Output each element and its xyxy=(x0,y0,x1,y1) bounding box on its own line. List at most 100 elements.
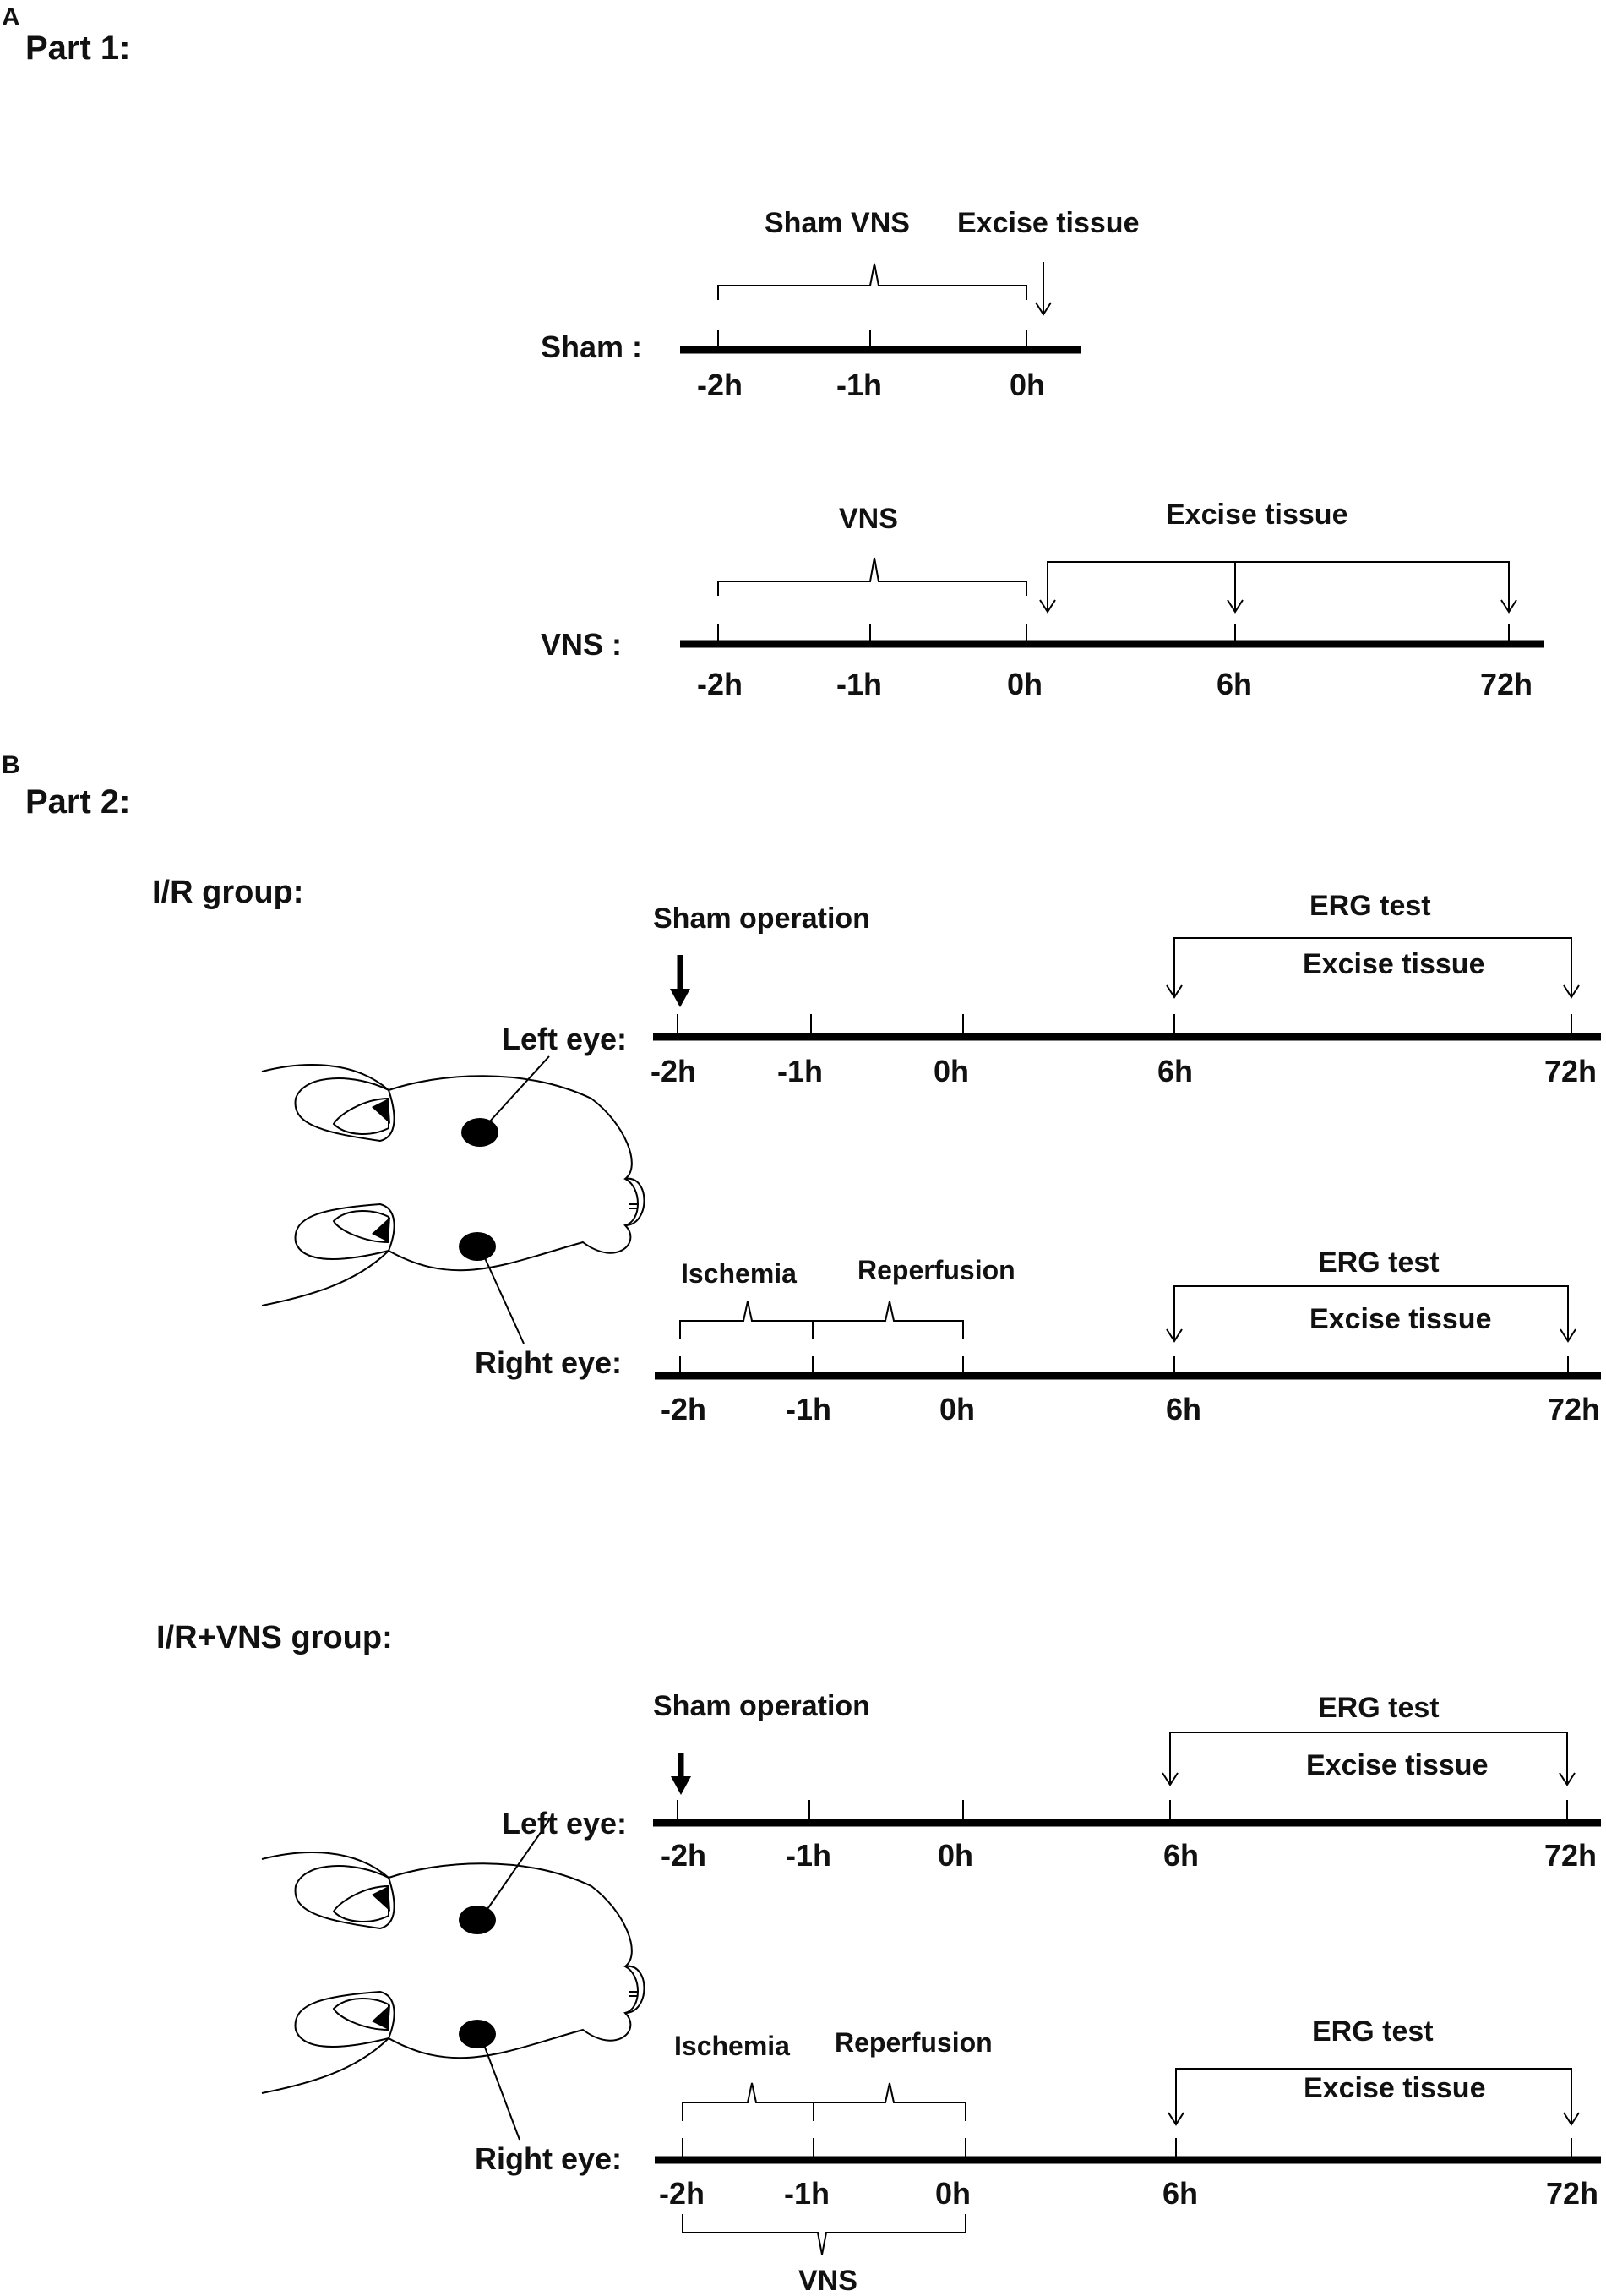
reperfusion-brace xyxy=(813,2082,966,2121)
ear-lower-inner xyxy=(332,1998,389,2031)
ear-marker xyxy=(372,1886,390,1912)
reperfusion-brace xyxy=(812,1301,964,1339)
erg-test-label: ERG test xyxy=(1318,1246,1440,1279)
ear-lower-inner xyxy=(332,1210,389,1244)
vns-row-label: VNS : xyxy=(541,627,622,662)
excise-tissue-label: Excise tissue xyxy=(1306,1749,1488,1781)
tick-label: 6h xyxy=(1162,2176,1198,2211)
tick-label: -2h xyxy=(661,1838,706,1873)
ear-upper xyxy=(294,1865,395,1930)
rat-nose xyxy=(624,1965,645,2014)
ear-lower xyxy=(294,1990,395,2048)
ear-marker xyxy=(372,2004,390,2030)
sham-timeline: Sham : -2h -1h 0h Sham VNS Excise tissue xyxy=(541,207,1139,402)
irvns-left-eye-timeline: Left eye: -2h -1h 0h 6h 72h Sham operati… xyxy=(502,1690,1601,1873)
right-eye-label: Right eye: xyxy=(475,2141,622,2176)
tick-label: -1h xyxy=(777,1054,823,1088)
ir-right-eye-timeline: Right eye: -2h -1h 0h 6h 72h Ischemia Re… xyxy=(475,1246,1601,1426)
ear-upper xyxy=(294,1077,395,1143)
rat-head-illustration xyxy=(261,1819,645,2141)
erg-test-label: ERG test xyxy=(1318,1692,1440,1724)
panel-a-letter: A xyxy=(2,3,20,31)
ear-upper-inner xyxy=(332,1884,389,1922)
ischemia-label: Ischemia xyxy=(681,1258,797,1289)
panel-b-letter: B xyxy=(2,751,20,779)
left-eye-label: Left eye: xyxy=(502,1806,627,1841)
arrow-head xyxy=(670,989,690,1007)
excise-tissue-label: Excise tissue xyxy=(957,207,1139,239)
excise-tissue-label: Excise tissue xyxy=(1303,948,1484,980)
tick-label: 0h xyxy=(934,1054,969,1088)
erg-bracket xyxy=(1175,2068,1572,2123)
tick-label: 0h xyxy=(938,1838,973,1873)
ir-left-eye-timeline: Left eye: -2h -1h 0h 6h 72h Sham operati… xyxy=(502,890,1601,1088)
tick-label: 0h xyxy=(1007,667,1043,701)
arrow-head xyxy=(1035,302,1052,316)
rat-head-illustration xyxy=(261,1055,645,1344)
arrow-head xyxy=(1168,2112,1184,2126)
tick-label: -1h xyxy=(836,667,882,701)
arrow-head xyxy=(1166,984,1183,999)
panel-b-title: Part 2: xyxy=(25,783,131,821)
erg-test-label: ERG test xyxy=(1312,2015,1434,2048)
tick-label: -2h xyxy=(697,667,743,701)
ischemia-brace xyxy=(682,2082,814,2121)
tick-label: -1h xyxy=(786,1392,831,1426)
tick-label: 72h xyxy=(1544,1838,1597,1873)
erg-bracket xyxy=(1173,1285,1569,1339)
tick-label: 72h xyxy=(1544,1054,1597,1088)
rat-head-outline xyxy=(261,1852,639,2094)
tick-label: -2h xyxy=(651,1054,696,1088)
erg-test-label: ERG test xyxy=(1309,890,1431,922)
sham-vns-brace xyxy=(717,263,1027,300)
panel-a-title: Part 1: xyxy=(25,30,131,67)
reperfusion-label: Reperfusion xyxy=(835,2027,993,2058)
vns-timeline: VNS : -2h -1h 0h 6h 72h VNS Excise tissu… xyxy=(541,499,1544,701)
tick-label: -2h xyxy=(697,368,743,402)
ear-upper-inner xyxy=(332,1097,389,1135)
arrow-head xyxy=(1500,599,1517,614)
tick-label: -2h xyxy=(659,2176,705,2211)
arrow-head xyxy=(1559,1772,1576,1786)
excise-tissue-label: Excise tissue xyxy=(1309,1303,1491,1335)
right-eye-pointer xyxy=(481,1250,525,1344)
tick-label: 0h xyxy=(935,2176,971,2211)
ir-group-title: I/R group: xyxy=(152,875,303,910)
vns-brace-label: VNS xyxy=(839,503,898,535)
ischemia-label: Ischemia xyxy=(674,2031,790,2061)
arrow-head xyxy=(1227,599,1244,614)
rat-nose xyxy=(624,1177,645,1226)
sham-vns-label: Sham VNS xyxy=(765,207,910,239)
left-eye-label: Left eye: xyxy=(502,1022,627,1056)
ear-lower xyxy=(294,1203,395,1260)
tick-label: 0h xyxy=(939,1392,975,1426)
tick-label: -1h xyxy=(784,2176,830,2211)
tick-label: 0h xyxy=(1010,368,1045,402)
ischemia-brace xyxy=(679,1301,814,1339)
ear-marker xyxy=(372,1099,390,1124)
tick-label: -2h xyxy=(661,1392,706,1426)
irvns-group-title: I/R+VNS group: xyxy=(156,1620,393,1655)
tick-label: 6h xyxy=(1166,1392,1201,1426)
left-eye xyxy=(459,1906,496,1934)
tick-label: -1h xyxy=(836,368,882,402)
left-eye-pointer xyxy=(479,1819,550,1921)
arrow-head xyxy=(671,1776,691,1795)
vns-label: VNS xyxy=(798,2265,857,2296)
tick-label: 6h xyxy=(1157,1054,1193,1088)
ear-marker xyxy=(372,1217,390,1242)
right-eye-pointer xyxy=(481,2037,520,2141)
irvns-right-eye-timeline: Right eye: -2h -1h 0h 6h 72h Ischemia Re… xyxy=(475,2015,1601,2296)
right-eye xyxy=(459,2020,496,2048)
arrow-head xyxy=(1560,1328,1576,1343)
right-eye-label: Right eye: xyxy=(475,1345,622,1380)
arrow-head xyxy=(1039,599,1056,614)
erg-bracket xyxy=(1173,937,1572,995)
sham-row-label: Sham : xyxy=(541,330,642,364)
vns-brace xyxy=(682,2214,966,2255)
right-eye xyxy=(459,1232,496,1261)
tick-label: -1h xyxy=(786,1838,831,1873)
tick-label: 6h xyxy=(1163,1838,1199,1873)
left-eye-pointer xyxy=(479,1055,550,1133)
